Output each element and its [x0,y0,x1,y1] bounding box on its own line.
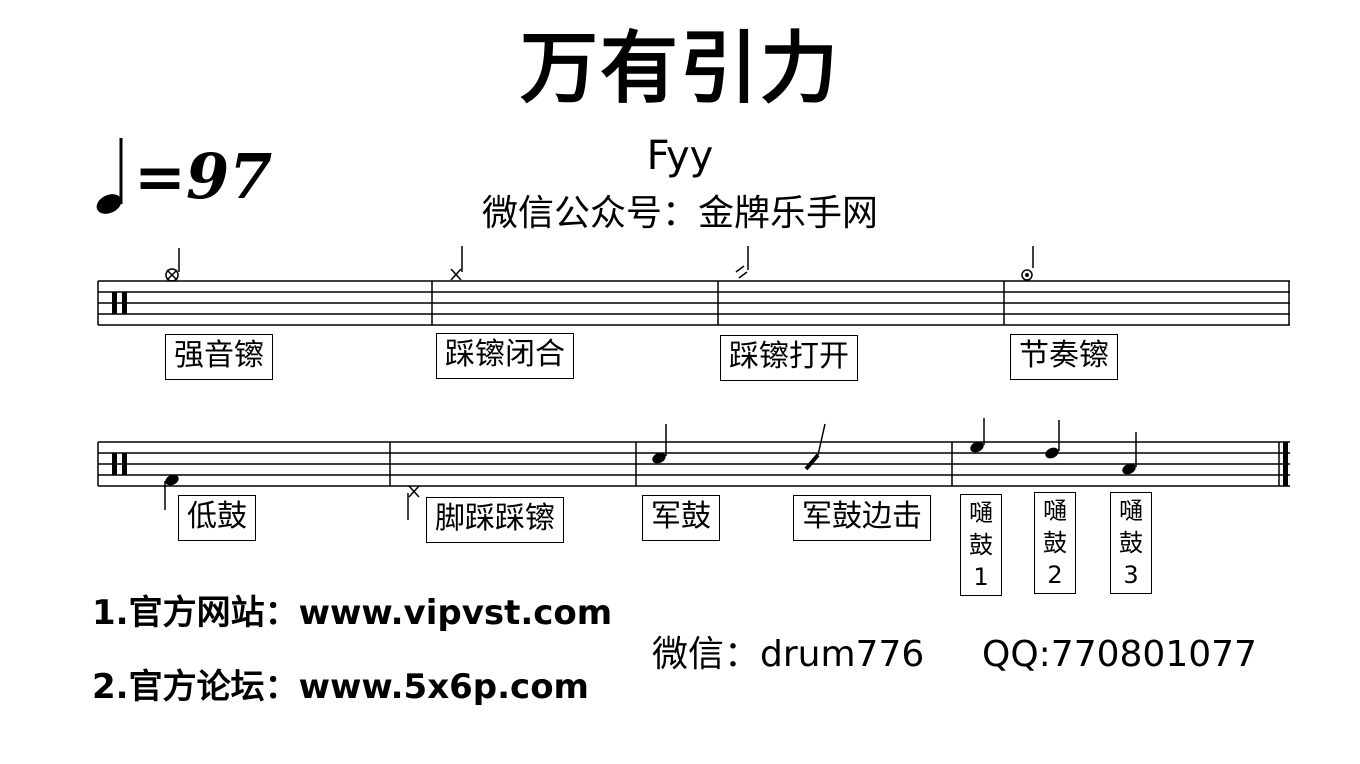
tom3-label-line3: 3 [1123,561,1139,589]
staff-row-1 [97,280,1290,326]
artist-name: Fyy [646,133,714,179]
tempo-value: =97 [134,140,273,213]
label-hihat-foot: 脚踩踩镲 [426,497,564,543]
label-hihat-closed: 踩镲闭合 [436,333,574,379]
label-tom2: 嗵 鼓 2 [1034,492,1076,594]
wechat-contact: 微信：drum776 [652,634,925,675]
snare-note [652,424,667,464]
tom2-label-line2: 鼓 [1043,529,1067,557]
hihat-foot-note [407,485,420,520]
percussion-clef [112,453,127,475]
tom2-label-line3: 2 [1047,561,1063,589]
label-hihat-open: 踩镲打开 [720,335,858,381]
percussion-clef [112,292,127,314]
bass-drum-note [164,474,179,510]
official-site-link[interactable]: 1.官方网站：www.vipvst.com [92,593,613,633]
tom2-note [1045,420,1060,459]
label-ride-cymbal: 节奏镲 [1010,334,1118,380]
label-snare-rimshot: 军鼓边击 [793,495,931,541]
snare-rimshot-note [804,423,826,471]
qq-contact: QQ:770801077 [982,634,1257,675]
wechat-public-account: 微信公众号：金牌乐手网 [481,193,878,234]
page-title: 万有引力 [519,24,840,114]
official-forum-link[interactable]: 2.官方论坛：www.5x6p.com [92,667,589,707]
quarter-note-icon [96,138,123,214]
label-tom3: 嗵 鼓 3 [1110,492,1152,594]
tom1-note [970,418,985,453]
tom3-label-line1: 嗵 [1119,497,1143,525]
crash-cymbal-note [165,248,180,282]
hihat-closed-note [450,246,463,281]
ride-cymbal-note [1021,246,1034,281]
tom3-note [1122,432,1137,475]
tom3-label-line2: 鼓 [1119,529,1143,557]
final-barline [1283,442,1288,486]
hihat-open-note [735,246,749,279]
staff-row-2 [97,441,1290,487]
label-crash-cymbal: 强音镲 [165,334,273,380]
tempo-marking: =97 [92,136,292,226]
tom1-label-line2: 鼓 [969,531,993,559]
tom2-label-line1: 嗵 [1043,497,1067,525]
label-bass-drum: 低鼓 [178,495,256,541]
tom1-label-line1: 嗵 [969,499,993,527]
label-snare: 军鼓 [642,495,720,541]
label-tom1: 嗵 鼓 1 [960,494,1002,596]
tom1-label-line3: 1 [973,563,989,591]
